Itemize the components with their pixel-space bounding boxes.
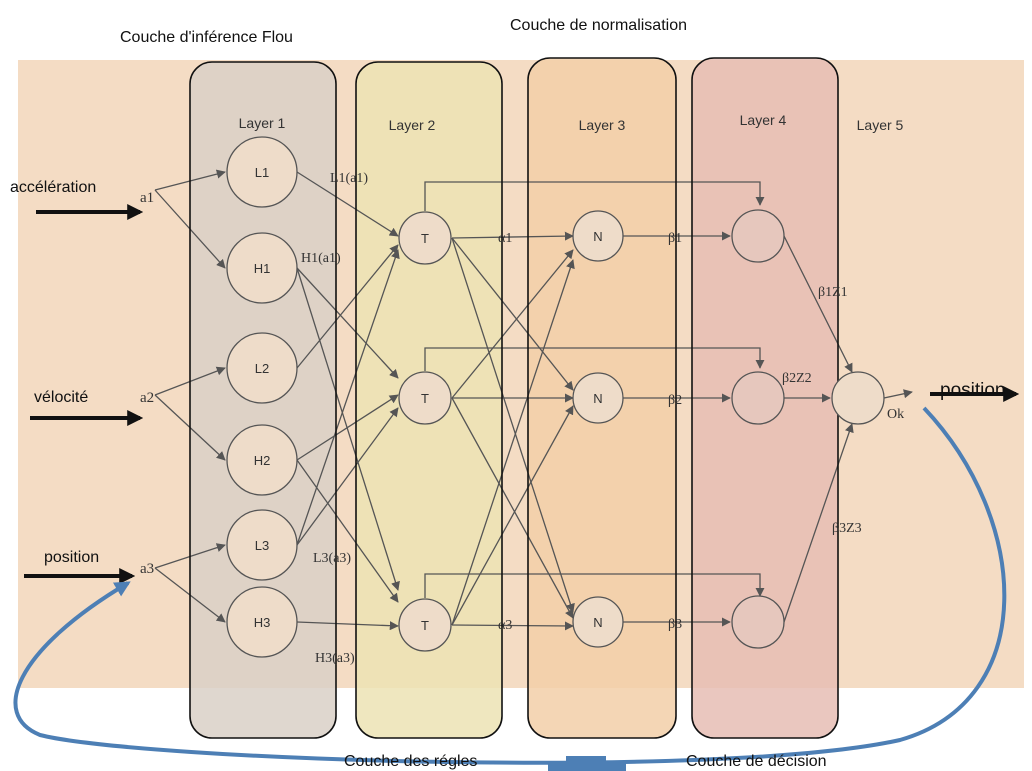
input-arrows	[24, 204, 1020, 584]
layer3-border	[527, 57, 677, 739]
background-band	[18, 60, 1024, 688]
layer5-title: Layer 5	[857, 117, 904, 133]
node-h1-label: H1	[254, 261, 271, 276]
label-h3-a3: H3(a3)	[315, 651, 355, 666]
node-n3-label: N	[593, 615, 602, 630]
label-alpha3: α3	[498, 618, 512, 633]
label-l1-a1: L1(a1)	[330, 171, 368, 186]
node-l1	[226, 136, 298, 208]
node-n1-label: N	[593, 229, 602, 244]
node-n2-label: N	[593, 391, 602, 406]
node-h1	[226, 232, 298, 304]
label-beta1z1: β1Z1	[818, 285, 848, 300]
label-l3-a3: L3(a3)	[313, 551, 351, 566]
node-l3-label: L3	[255, 538, 269, 553]
var-a1: a1	[140, 190, 154, 206]
node-t3	[398, 598, 452, 652]
node-n1	[572, 210, 624, 262]
node-t2	[398, 371, 452, 425]
node-d2	[731, 371, 785, 425]
layer1-title: Layer 1	[239, 115, 286, 131]
node-d1	[731, 209, 785, 263]
node-h2-label: H2	[254, 453, 271, 468]
input-label-acceleration: accélération	[10, 179, 96, 196]
node-t1	[398, 211, 452, 265]
layer1-border	[189, 61, 337, 739]
label-beta2: β2	[668, 393, 682, 408]
node-t2-label: T	[421, 391, 429, 406]
node-l2-label: L2	[255, 361, 269, 376]
input-label-velocity: vélocité	[34, 389, 88, 406]
label-alpha1: α1	[498, 231, 512, 246]
node-l2	[226, 332, 298, 404]
heading-normalization: Couche de normalisation	[510, 17, 687, 34]
label-beta2z2: β2Z2	[782, 371, 812, 386]
layer2-border	[355, 61, 503, 739]
bottom-marker	[548, 756, 626, 771]
layer2-title: Layer 2	[389, 117, 436, 133]
heading-fuzzy-inference: Couche d'inférence Flou	[120, 29, 293, 46]
layer3-nodes	[572, 210, 624, 648]
node-h2	[226, 424, 298, 496]
output-label: position	[940, 380, 1006, 401]
label-beta1: β1	[668, 231, 682, 246]
node-n3	[572, 596, 624, 648]
label-beta3: β3	[668, 617, 682, 632]
layer1-nodes	[226, 136, 298, 658]
node-output	[831, 371, 885, 425]
heading-decision: Couche de décision	[686, 753, 827, 770]
label-beta3z3: β3Z3	[832, 521, 862, 536]
label-h1-a1: H1(a1)	[301, 251, 341, 266]
node-l1-label: L1	[255, 165, 269, 180]
heading-rules: Couche des régles	[344, 753, 477, 770]
node-h3-label: H3	[254, 615, 271, 630]
layer3-title: Layer 3	[579, 117, 626, 133]
layer2-nodes	[398, 211, 452, 652]
node-l3	[226, 509, 298, 581]
label-ok: Ok	[887, 407, 904, 422]
node-d3	[731, 595, 785, 649]
node-h3	[226, 586, 298, 658]
var-a3: a3	[140, 561, 154, 577]
node-t3-label: T	[421, 618, 429, 633]
node-t1-label: T	[421, 231, 429, 246]
input-label-position: position	[44, 549, 99, 566]
node-n2	[572, 372, 624, 424]
layer4-nodes	[731, 209, 785, 649]
layer4-title: Layer 4	[740, 112, 787, 128]
var-a2: a2	[140, 390, 154, 406]
